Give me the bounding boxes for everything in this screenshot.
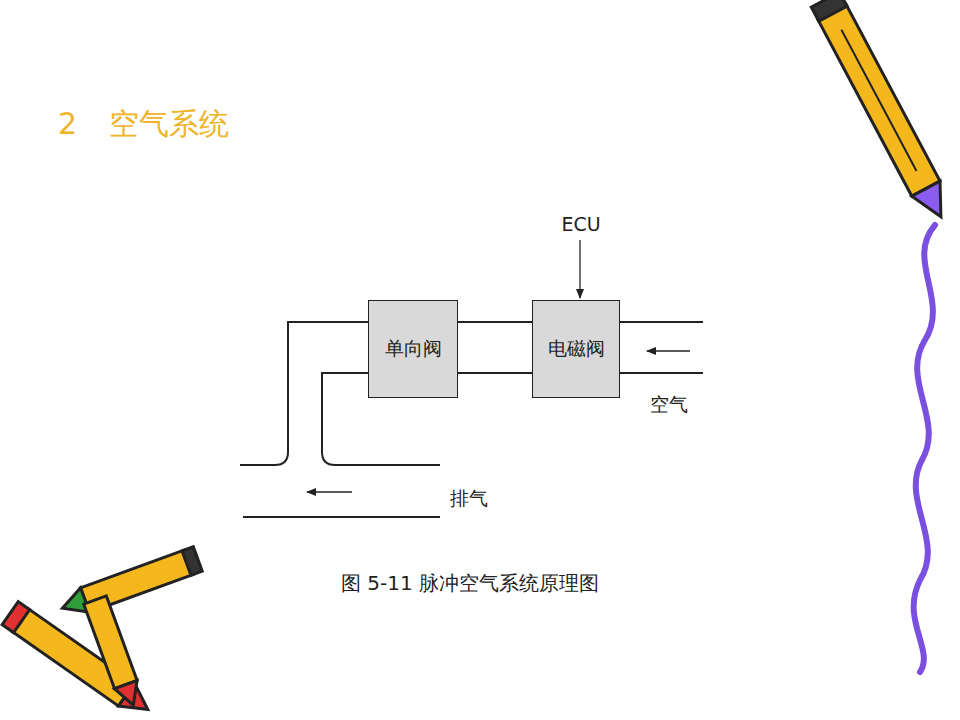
valve-box: 单向阀 (368, 300, 458, 398)
decor-wave (914, 225, 935, 672)
part-label: 空气 (650, 394, 688, 415)
valve-label: 单向阀 (385, 336, 442, 362)
part-label: 排气 (450, 488, 488, 509)
figure-caption: 图 5-11 脉冲空气系统原理图 (341, 570, 599, 597)
pipe-connector (458, 322, 532, 373)
exhaust-pipe (243, 516, 440, 518)
decor-pencil (2, 602, 156, 720)
part-label: ECU (561, 214, 600, 235)
decor-pencil (58, 547, 202, 621)
air-pipe (620, 322, 703, 373)
decor-pencil (811, 0, 955, 224)
slide-title: 2 空气系统 (58, 104, 229, 145)
valve-box: 电磁阀 (532, 300, 620, 398)
flow-arrow (307, 491, 352, 492)
signal-arrow (579, 240, 580, 298)
decor-pencil (84, 596, 145, 709)
flow-arrow (647, 350, 690, 351)
valve-label: 电磁阀 (548, 336, 605, 362)
